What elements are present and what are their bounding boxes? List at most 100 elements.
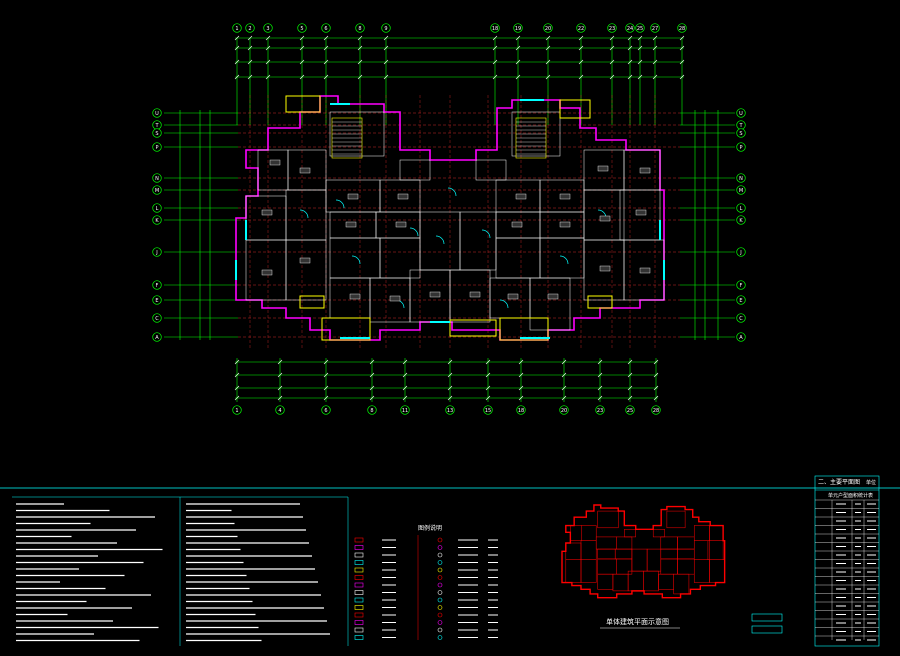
legend-symbol-icon <box>354 635 364 640</box>
legend-symbol-icon <box>437 552 443 558</box>
legend-symbol-icon <box>437 627 443 633</box>
axis-bubble-icon <box>736 313 746 323</box>
door-swing <box>299 209 309 219</box>
axis-bubble-icon <box>400 405 410 415</box>
axis-bubble-icon <box>367 405 377 415</box>
axis-bubble-icon <box>152 313 162 323</box>
dimension-tick <box>234 395 240 401</box>
key-plan-room <box>693 540 710 560</box>
key-plan-room <box>616 558 633 575</box>
key-plan-legend-box <box>751 625 783 634</box>
room-label <box>429 291 441 298</box>
key-plan-room <box>660 548 678 560</box>
axis-bubble-icon <box>232 23 242 33</box>
dimension-tick <box>653 395 659 401</box>
right-axis-label: L <box>740 206 743 212</box>
room-label <box>349 293 361 300</box>
dimension-tick <box>627 35 633 41</box>
legend-symbol-icon <box>354 545 364 550</box>
schedule-unit: 单位 <box>866 479 876 486</box>
left-axis-label: T <box>154 123 159 129</box>
room-outline <box>539 237 585 279</box>
top-axis-label: 1 <box>235 26 238 32</box>
dimension-tick <box>627 385 633 391</box>
room-outline <box>495 237 541 279</box>
dimension-tick <box>277 359 283 365</box>
dimension-tick <box>627 395 633 401</box>
dimension-tick <box>637 59 643 65</box>
axis-bubble-icon <box>625 405 635 415</box>
balcony <box>559 99 591 119</box>
key-plan-room <box>595 536 617 550</box>
room-label <box>299 257 311 264</box>
legend-symbol-icon <box>354 567 364 573</box>
axis-bubble-icon <box>516 405 526 415</box>
room-label <box>395 221 407 228</box>
axis-bubble-icon <box>152 185 162 195</box>
area-schedule-table: 二、主要平面图 单位 单元户型面积统计表 <box>814 475 880 647</box>
key-plan-room <box>646 548 662 572</box>
axis-bubble-icon <box>152 173 162 183</box>
left-axis-label: F <box>156 283 159 289</box>
key-plan-room <box>693 559 710 583</box>
left-axis-label: P <box>155 145 158 151</box>
room-outline <box>459 211 497 271</box>
key-plan-room <box>643 570 659 592</box>
legend-symbol-icon <box>354 575 364 580</box>
dimension-tick <box>369 395 375 401</box>
bottom-axis-label: 8 <box>370 408 373 414</box>
dimension-tick <box>234 45 240 51</box>
right-axis-label: C <box>739 316 743 322</box>
room-label <box>559 221 571 228</box>
key-plan-room <box>658 573 674 590</box>
dimension-tick <box>265 45 271 51</box>
top-axis-label: 22 <box>578 26 584 32</box>
axis-bubble-icon <box>736 203 746 213</box>
dimension-tick <box>383 59 389 65</box>
legend-symbol-icon <box>437 612 443 618</box>
dimension-tick <box>609 45 615 51</box>
key-plan-title: 单体建筑平面示意图 <box>606 617 669 626</box>
room-label <box>599 265 611 272</box>
dimension-tick <box>299 59 305 65</box>
dimension-tick <box>637 45 643 51</box>
legend-symbol-icon <box>354 582 364 588</box>
left-axis-label: C <box>155 316 159 322</box>
dimension-tick <box>518 372 524 378</box>
bottom-axis-label: 28 <box>653 408 659 414</box>
balcony <box>299 295 325 309</box>
legend-symbol-icon <box>354 597 364 603</box>
dimension-tick <box>545 59 551 65</box>
axis-bubble-icon <box>736 295 746 305</box>
room-outline <box>329 237 381 279</box>
axis-bubble-icon <box>152 332 162 342</box>
dimension-tick <box>234 385 240 391</box>
axis-bubble-icon <box>736 332 746 342</box>
schedule-header: 单元户型面积统计表 <box>828 492 873 499</box>
dimension-tick <box>402 372 408 378</box>
bottom-axis-label: 25 <box>627 408 633 414</box>
axis-bubble-icon <box>736 215 746 225</box>
right-axis-label: A <box>739 335 743 341</box>
dimension-tick <box>561 385 567 391</box>
axis-bubble-icon <box>245 23 255 33</box>
dimension-tick <box>323 74 329 80</box>
dimension-tick <box>679 74 685 80</box>
dimension-tick <box>383 35 389 41</box>
room-outline <box>583 189 625 241</box>
axis-bubble-icon <box>152 142 162 152</box>
right-axis-label: S <box>739 131 742 137</box>
dimension-tick <box>515 74 521 80</box>
axis-bubble-icon <box>355 23 365 33</box>
axis-bubble-icon <box>152 247 162 257</box>
room-label <box>347 193 359 200</box>
right-axis-label: F <box>740 283 743 289</box>
dimension-tick <box>545 45 551 51</box>
dimension-tick <box>515 35 521 41</box>
axis-bubble-icon <box>321 23 331 33</box>
left-axis-label: U <box>155 111 159 117</box>
key-plan-room <box>614 548 633 560</box>
dimension-tick <box>277 395 283 401</box>
axis-bubble-icon <box>263 23 273 33</box>
legend-symbol-icon <box>437 560 443 565</box>
